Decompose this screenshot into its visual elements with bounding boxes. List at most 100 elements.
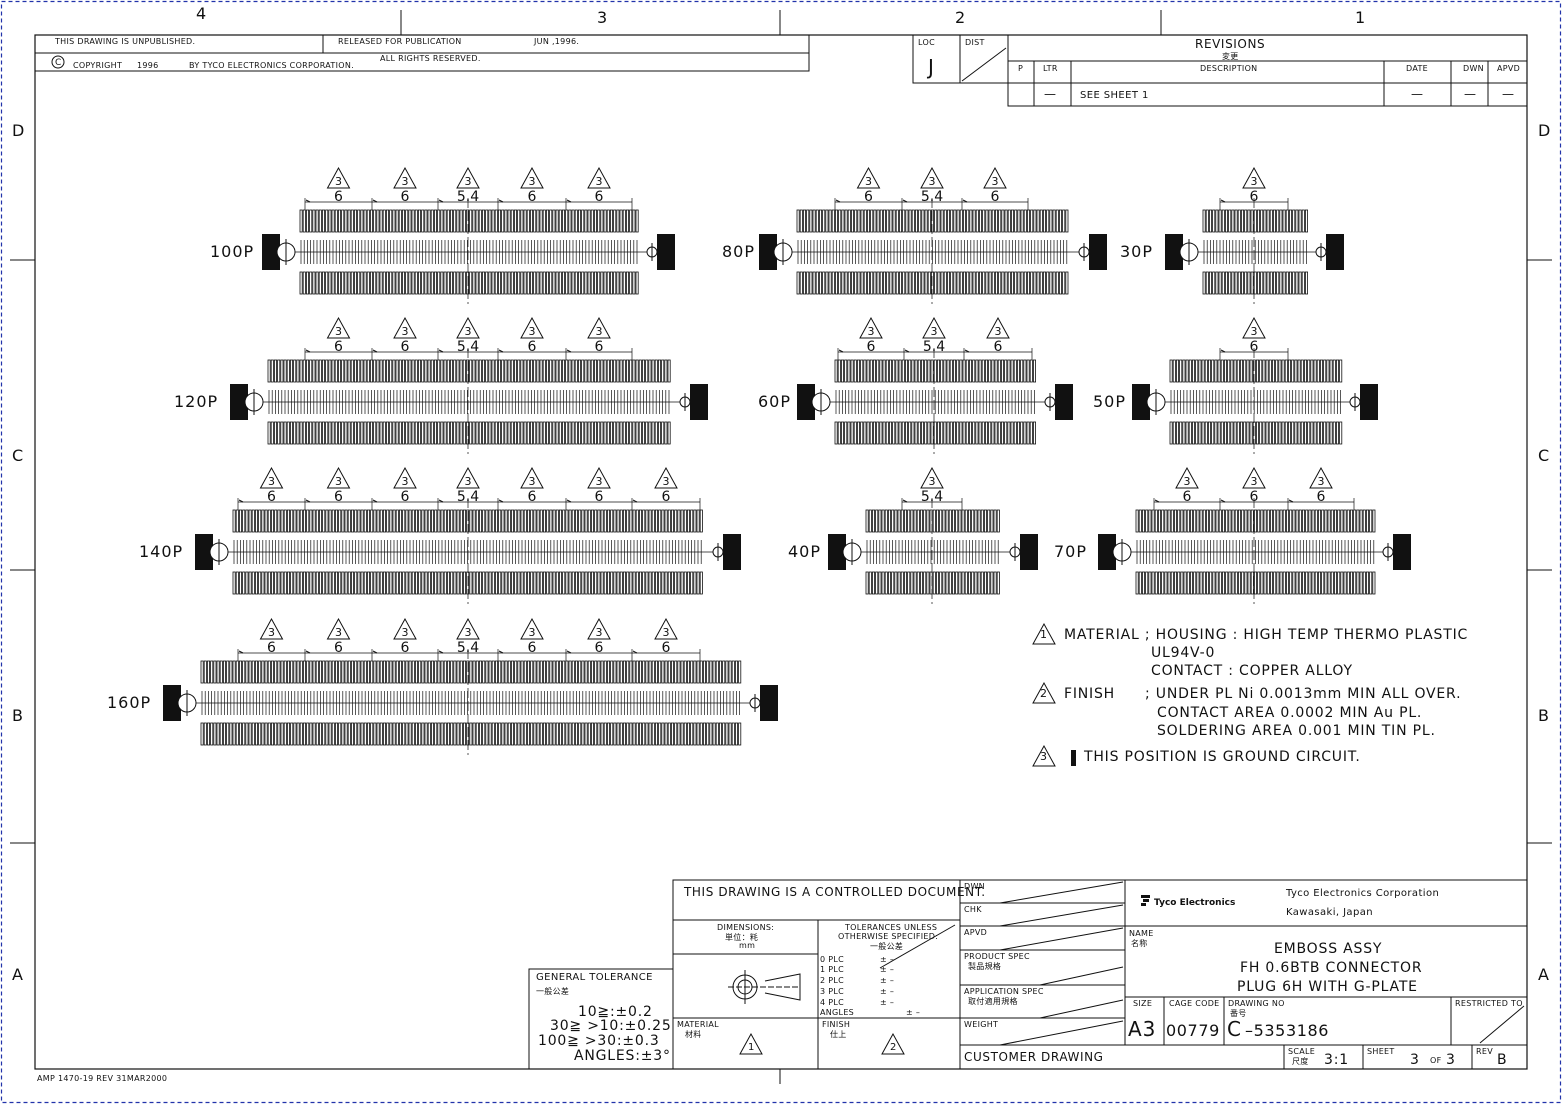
pin-top — [916, 509, 920, 533]
pin-bottom — [1295, 571, 1299, 595]
pin-bottom — [517, 421, 521, 445]
pin-bottom — [386, 722, 390, 746]
ground-marker-number: 3 — [335, 475, 342, 488]
pin-bottom — [325, 571, 329, 595]
pin-top — [876, 209, 880, 233]
plc-0: 0 PLC — [820, 955, 844, 964]
pin-top — [607, 509, 611, 533]
pin-bottom — [1329, 421, 1333, 445]
tolerance-title-1: TOLERANCES UNLESS — [845, 923, 938, 932]
pin-bottom — [382, 571, 386, 595]
pin-bottom — [907, 571, 911, 595]
pin-bottom — [642, 722, 646, 746]
pin-top — [354, 660, 358, 684]
pin-bottom — [270, 571, 274, 595]
pin-top — [1288, 359, 1292, 383]
pin-bottom — [328, 722, 332, 746]
pin-bottom — [687, 571, 691, 595]
pin-bottom — [1284, 421, 1288, 445]
pin-top — [485, 660, 489, 684]
apvd-label: APVD — [964, 928, 988, 937]
pin-top — [879, 209, 883, 233]
dimension-value: 6 — [401, 489, 410, 505]
pin-top — [1332, 359, 1336, 383]
pin-bottom — [357, 571, 361, 595]
pin-bottom — [424, 271, 428, 295]
ground-marker-icon — [456, 316, 480, 339]
pin-bottom — [1193, 571, 1197, 595]
pin-bottom — [661, 421, 665, 445]
pin-bottom — [1225, 571, 1229, 595]
pin-top — [927, 209, 931, 233]
pin-bottom — [728, 722, 732, 746]
pin-top — [411, 359, 415, 383]
left-boss — [230, 384, 248, 420]
pin-top — [870, 209, 874, 233]
arrow-head — [305, 199, 311, 203]
pin-top — [427, 209, 431, 233]
pin-top — [981, 359, 985, 383]
pin-bottom — [430, 571, 434, 595]
ground-marker-number: 3 — [1251, 325, 1258, 338]
pin-top — [1164, 509, 1168, 533]
pin-top — [494, 209, 498, 233]
pin-top — [985, 209, 989, 233]
pin-bottom — [286, 722, 290, 746]
pin-top — [1330, 509, 1334, 533]
pin-top — [1212, 209, 1216, 233]
pin-bottom — [693, 571, 697, 595]
pin-top — [299, 509, 303, 533]
pin-bottom — [1292, 271, 1296, 295]
pin-top — [1314, 509, 1318, 533]
pin-bottom — [360, 722, 364, 746]
pin-bottom — [411, 722, 415, 746]
pin-bottom — [341, 571, 345, 595]
pin-top — [819, 209, 823, 233]
pin-top — [1205, 209, 1209, 233]
pin-bottom — [305, 271, 309, 295]
pin-top — [261, 660, 265, 684]
ground-marker-number: 3 — [931, 325, 938, 338]
pin-top — [629, 209, 633, 233]
pin-bottom — [635, 421, 639, 445]
pin-top — [322, 509, 326, 533]
pin-bottom — [395, 571, 399, 595]
dimension-value: 6 — [401, 339, 410, 355]
pin-top — [987, 509, 991, 533]
pin-top — [1243, 359, 1247, 383]
pin-top — [632, 359, 636, 383]
pin-bottom — [610, 421, 614, 445]
pin-bottom — [481, 271, 485, 295]
right-boss — [723, 534, 741, 570]
pin-top — [937, 209, 941, 233]
pin-bottom — [683, 722, 687, 746]
pin-top — [363, 209, 367, 233]
pin-top — [392, 660, 396, 684]
ground-marker-number: 3 — [596, 175, 603, 188]
pin-bottom — [645, 722, 649, 746]
pin-top — [437, 509, 441, 533]
right-boss — [1020, 534, 1038, 570]
arrow-head — [498, 199, 504, 203]
pin-bottom — [293, 722, 297, 746]
pin-top — [1014, 209, 1018, 233]
pin-bottom — [635, 722, 639, 746]
plc-0-value: ± – — [880, 955, 895, 964]
pin-top — [277, 359, 281, 383]
pin-top — [456, 509, 460, 533]
pin-bottom — [318, 271, 322, 295]
pin-bottom — [899, 271, 903, 295]
pin-top — [990, 509, 994, 533]
arrow-head — [1220, 199, 1226, 203]
pin-bottom — [943, 271, 947, 295]
pin-bottom — [373, 421, 377, 445]
pin-bottom — [834, 421, 838, 445]
pin-top — [946, 359, 950, 383]
dimension-value: 6 — [267, 640, 276, 656]
pin-bottom — [1201, 421, 1205, 445]
dimension-value: 6 — [1183, 489, 1192, 505]
dimension-value: 6 — [334, 489, 343, 505]
connector-label-70p: 70P — [1054, 542, 1088, 561]
pin-bottom — [1206, 571, 1210, 595]
